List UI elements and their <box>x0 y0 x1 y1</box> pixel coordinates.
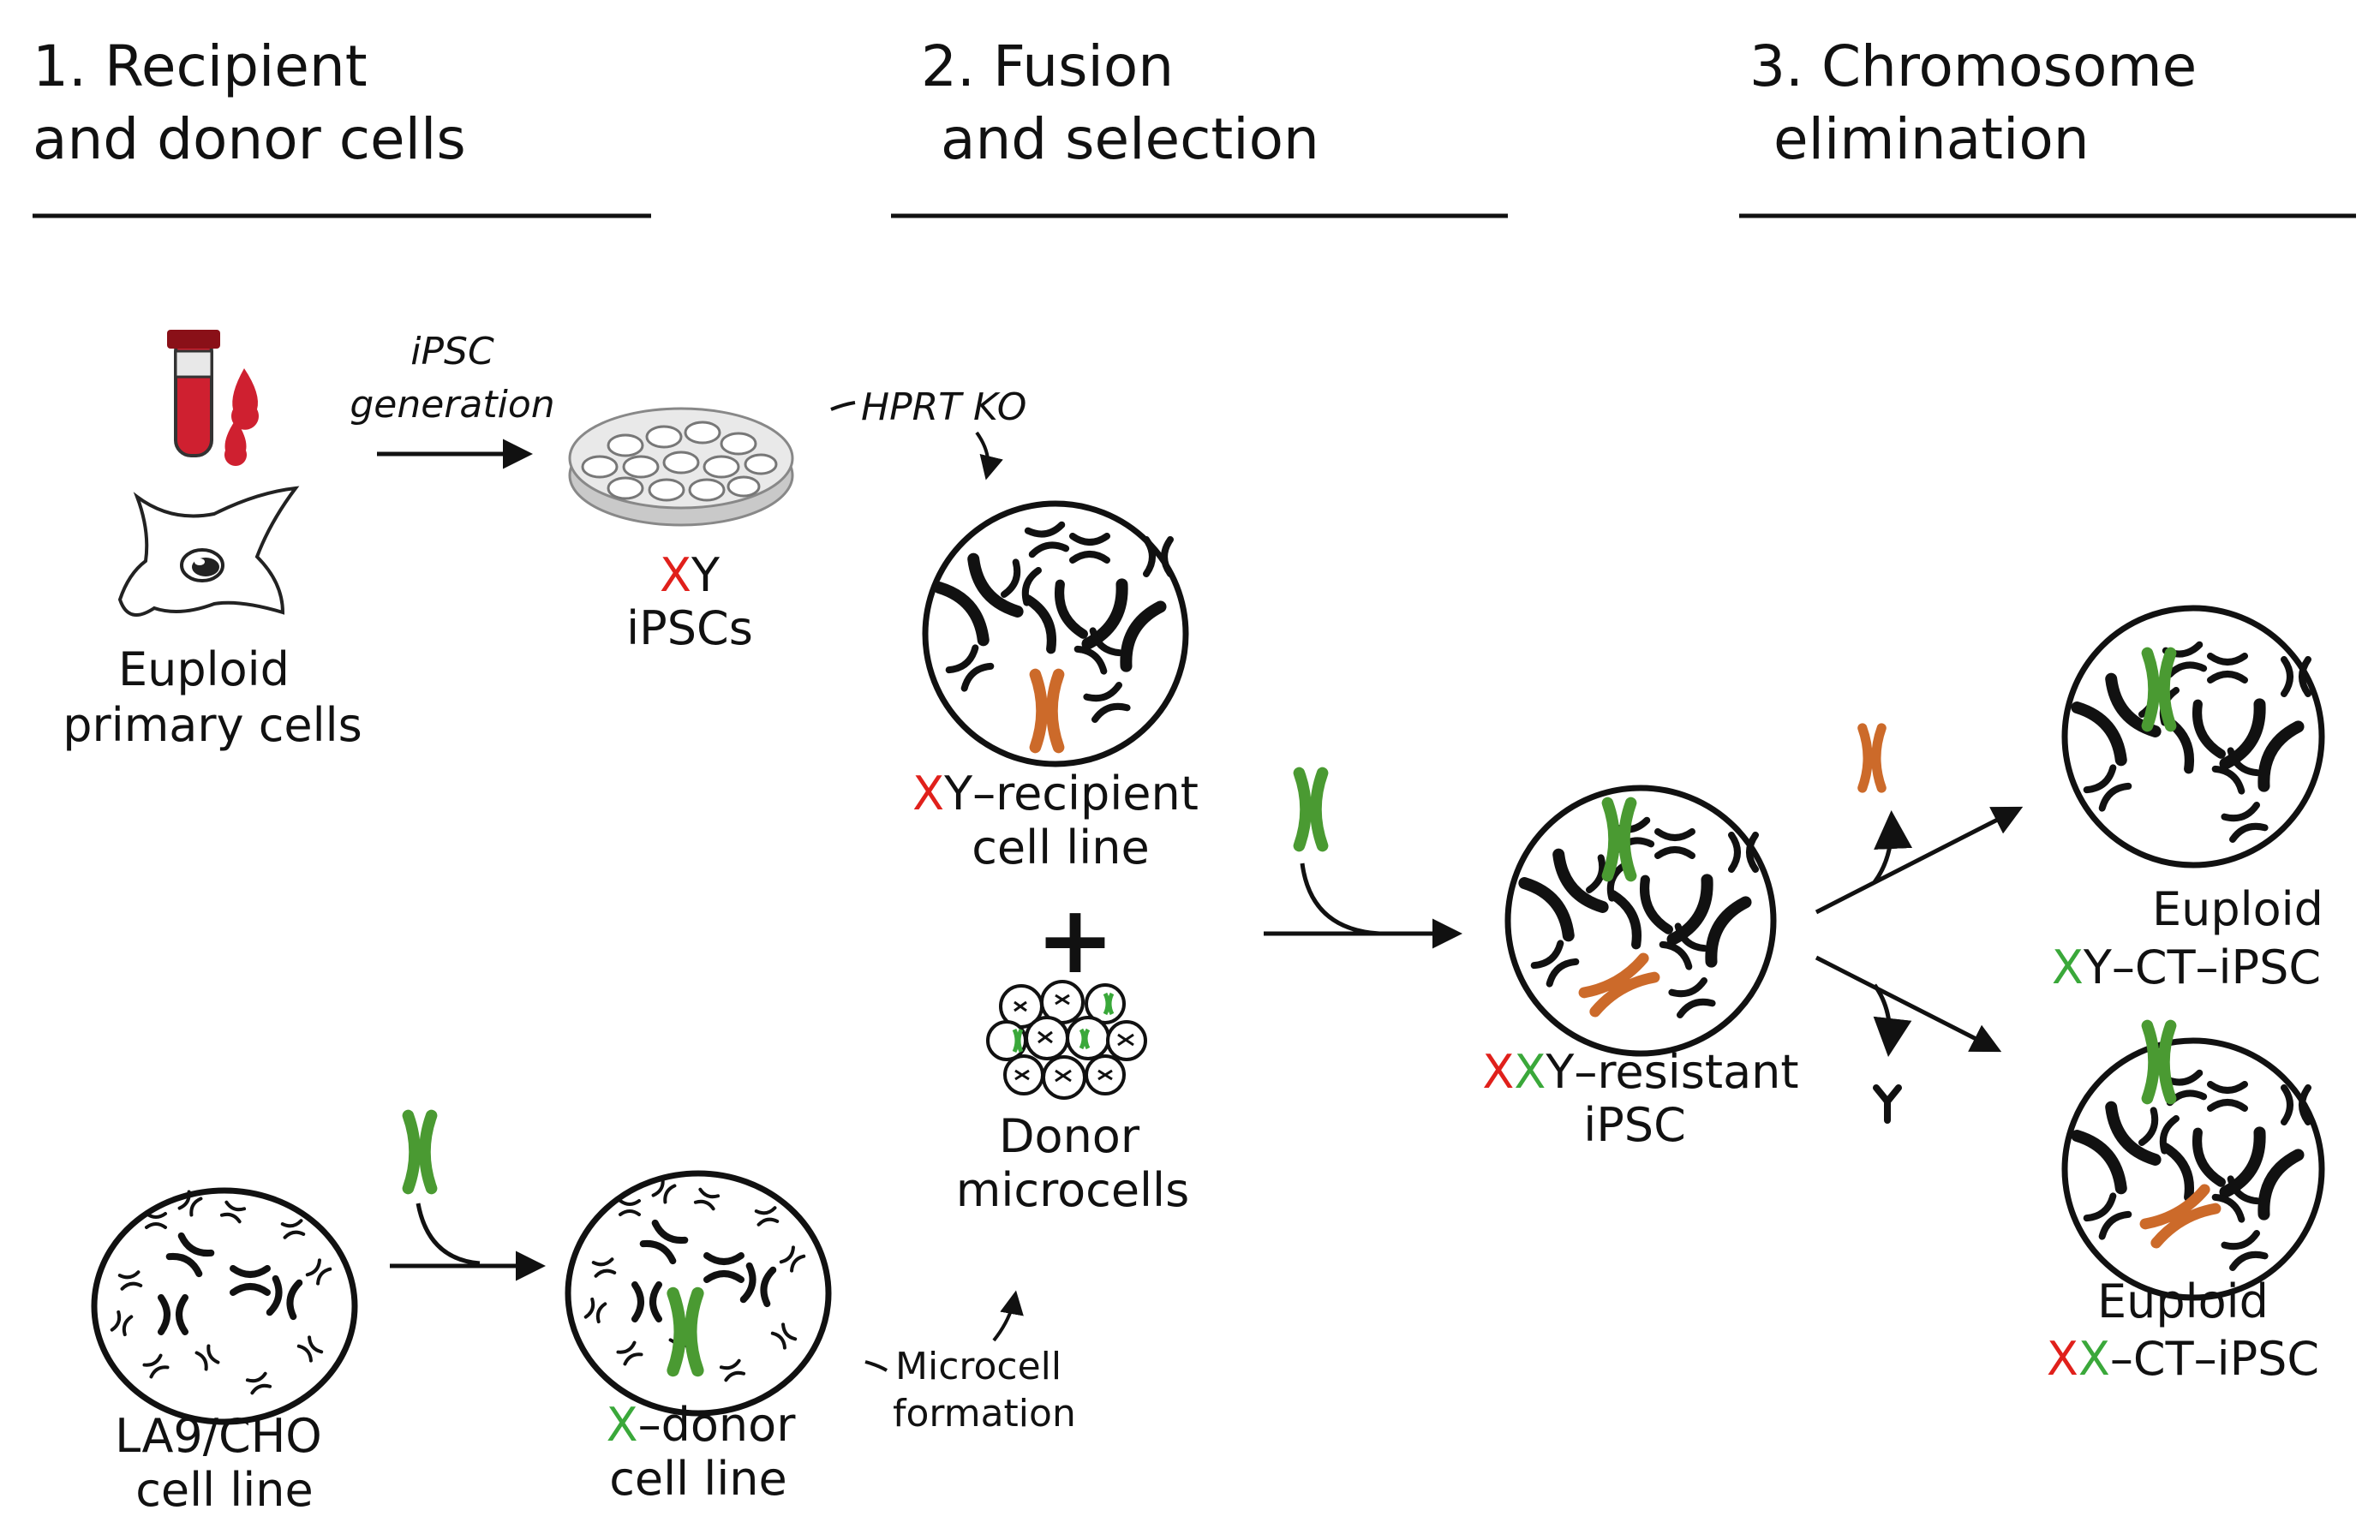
step-1-subtitle: and donor cells <box>33 106 466 172</box>
plus-sign: + <box>1036 885 1115 994</box>
blood-tube-icon <box>167 330 220 457</box>
ipscs-label: iPSCs <box>626 601 753 655</box>
microcell-formation-label-2: formation <box>893 1392 1076 1436</box>
elimination-arrow-upper <box>1815 806 2024 915</box>
euploid-xx-karyotype: XX–CT–iPSC <box>2047 1332 2319 1386</box>
recipient-label: XY–recipient <box>912 767 1199 821</box>
blood-drop-icon <box>224 368 259 467</box>
donor-microcells-icon <box>986 980 1147 1100</box>
ipsc-generation-label-2: generation <box>350 383 554 427</box>
petri-dish-icon <box>568 407 794 527</box>
fibroblast-icon <box>117 486 300 617</box>
hprt-ko-label: HPRT KO <box>861 385 1026 429</box>
green-x-chromosome <box>408 1116 431 1189</box>
x-donor-label-2: cell line <box>609 1452 787 1506</box>
hprt-ko-arrow <box>975 431 1003 481</box>
la9-label-2: cell line <box>135 1463 314 1517</box>
x-donor-cell-icon <box>565 1170 832 1417</box>
la9-cell-icon <box>91 1187 358 1425</box>
step-1-header: 1. Recipient and donor cells <box>33 33 651 218</box>
donor-microcells-label: Donor <box>999 1109 1140 1163</box>
step-3-subtitle: elimination <box>1773 106 2090 172</box>
primary-cells-label-2: primary cells <box>63 698 362 752</box>
hprt-ko-tick <box>830 401 856 411</box>
donor-microcells-label-2: microcells <box>956 1163 1189 1217</box>
step-2-header: 2. Fusion and selection <box>891 33 1508 218</box>
step-3-title: 3. Chromosome <box>1749 33 2197 99</box>
y-elimination-arrow <box>1872 983 1912 1057</box>
primary-cells-label: Euploid <box>118 642 290 696</box>
x-insertion-curve <box>416 1203 481 1266</box>
resistant-label: XXY–resistant <box>1482 1045 1798 1099</box>
step-2-subtitle: and selection <box>941 106 1319 172</box>
resistant-label-2: iPSC <box>1583 1098 1686 1152</box>
ipsc-generation-label: iPSC <box>410 330 494 373</box>
step-3-header: 3. Chromosome elimination <box>1739 33 2356 218</box>
microcell-tick <box>864 1360 888 1372</box>
y-chromosome-icon <box>1873 1084 1902 1124</box>
la9-label: LA9/CHO <box>115 1409 322 1463</box>
elimination-arrow-lower <box>1815 955 2002 1053</box>
x-donor-label: X–donor <box>607 1398 797 1452</box>
fusion-curve <box>1300 863 1380 936</box>
euploid-xy-label: Euploid <box>2152 882 2323 936</box>
recipient-label-2: cell line <box>972 821 1150 874</box>
orange-elimination-arrow <box>1872 810 1913 884</box>
resistant-cell-icon <box>1504 785 1777 1057</box>
orange-chromosome <box>1863 728 1881 788</box>
euploid-xy-karyotype: XY–CT–iPSC <box>2052 940 2321 994</box>
green-x-chromosome-fusion <box>1299 773 1322 846</box>
euploid-xx-label: Euploid <box>2097 1274 2269 1328</box>
step-2-title: 2. Fusion <box>921 33 1174 99</box>
microcell-formation-label: Microcell <box>895 1345 1061 1388</box>
microcell-arrow <box>992 1290 1024 1342</box>
ipscs-karyotype: XY <box>660 548 721 602</box>
step-1-title: 1. Recipient <box>33 33 368 99</box>
euploid-xy-cell-icon <box>2061 605 2325 868</box>
euploid-xx-cell-icon <box>2061 1026 2325 1301</box>
recipient-cell-icon <box>922 500 1189 767</box>
